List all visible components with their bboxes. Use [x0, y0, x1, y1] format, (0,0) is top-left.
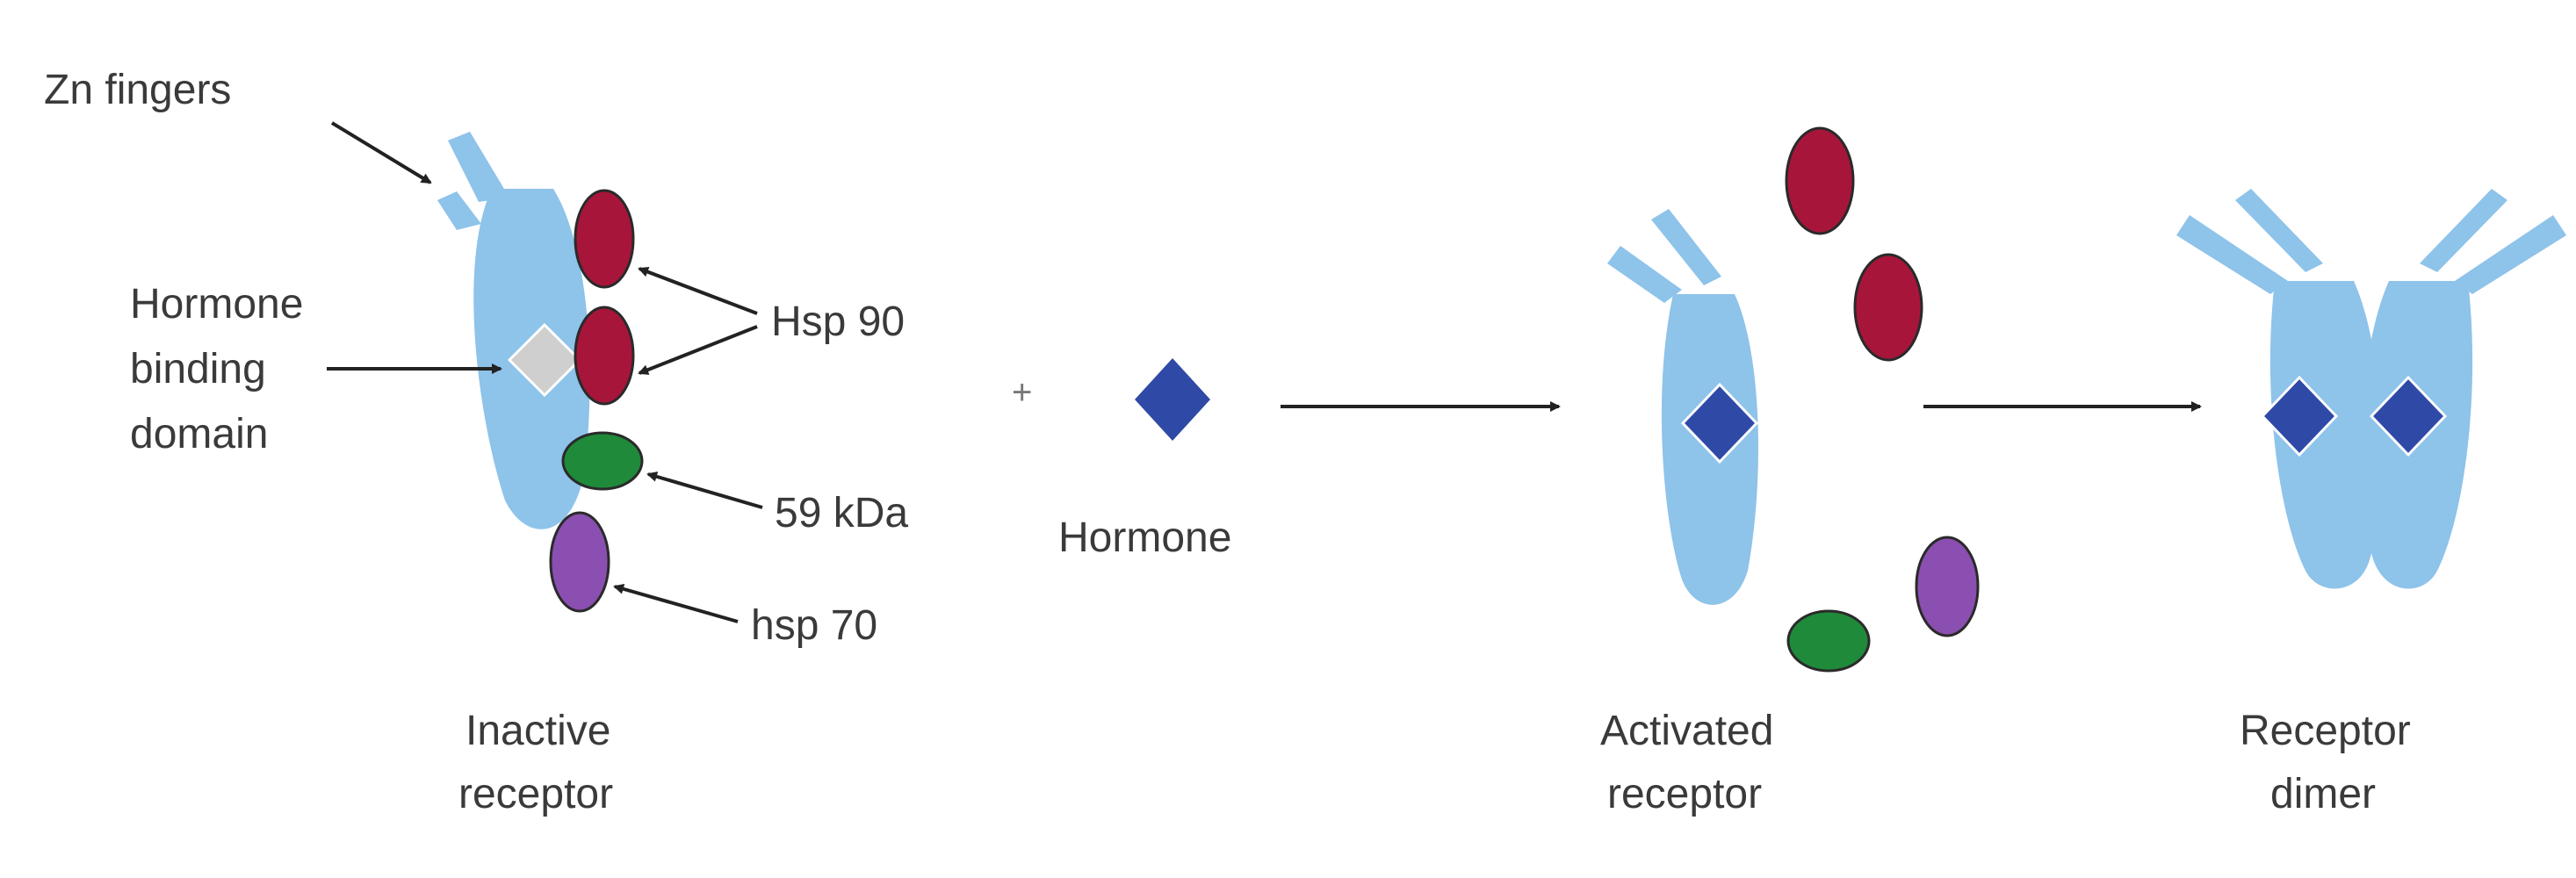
receptor-dimer-group [2176, 189, 2566, 589]
dissociated-hsp90-top [1785, 126, 1855, 235]
hormone-binding-domain-label-line1: Hormone [130, 281, 303, 327]
kda59-protein [561, 431, 644, 491]
kda59-arrow [646, 471, 763, 509]
bound-hormone-shape [1680, 382, 1759, 464]
inactive-receptor-label-line1: Inactive [465, 708, 610, 754]
hormone-label: Hormone [1058, 515, 1231, 561]
receptor-dimer-label-line1: Receptor [2240, 708, 2411, 754]
hormone-binding-domain-label-line2: binding [130, 346, 266, 392]
receptor-dimer-label-line2: dimer [2270, 771, 2376, 817]
activated-receptor-group [1607, 209, 1759, 605]
dimer-left-monomer [2176, 189, 2380, 589]
plus-sign: + [1012, 373, 1032, 412]
hsp90-protein-bottom [574, 306, 635, 406]
activated-receptor-label-line1: Activated [1600, 708, 1773, 754]
dissociated-hsp90-bottom [1853, 253, 1923, 362]
hsp90-arrow-bottom [638, 325, 758, 375]
zn-fingers-label: Zn fingers [44, 67, 231, 113]
hsp70-label: hsp 70 [751, 602, 877, 649]
kda59-label: 59 kDa [775, 490, 908, 536]
hsp90-label: Hsp 90 [771, 299, 905, 345]
dimer-right-monomer [2363, 189, 2566, 589]
dissociated-hsp70 [1915, 536, 1980, 637]
hsp90-protein-top [574, 189, 635, 289]
dimer-left-hormone-shape [2260, 375, 2339, 457]
inactive-receptor-group [437, 132, 644, 613]
dissociated-kda59 [1786, 609, 1871, 673]
hsp70-arrow [613, 583, 739, 623]
hormone-binding-domain-shape [507, 322, 582, 398]
hormone-binding-domain-label-line3: domain [130, 411, 268, 457]
hsp90-arrow-top [638, 266, 758, 315]
zn-fingers-arrow [330, 121, 432, 184]
dimer-right-hormone-shape [2369, 375, 2448, 457]
activated-receptor-label-line2: receptor [1607, 771, 1762, 817]
hsp70-protein [549, 511, 610, 613]
hormone-shape [1135, 358, 1210, 441]
inactive-receptor-label-line2: receptor [458, 771, 613, 817]
